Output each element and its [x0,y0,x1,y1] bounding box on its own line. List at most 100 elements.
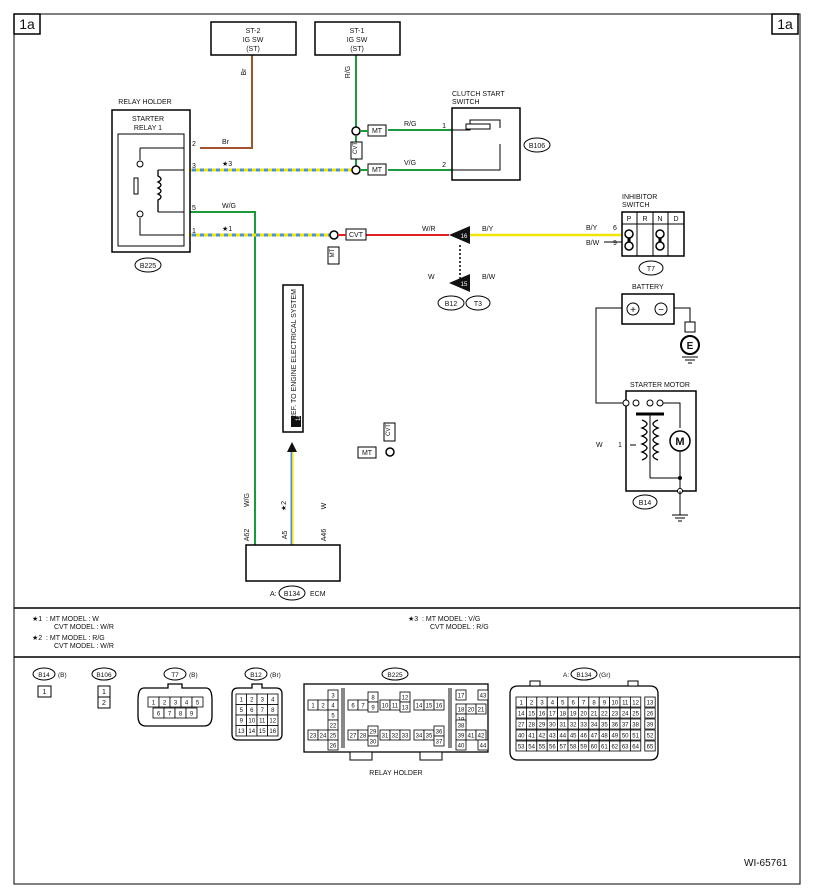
connector-tag-t7-label: T7 [647,266,655,273]
wire-br [200,55,253,149]
inhibitor-line1: INHIBITOR [622,194,657,201]
connector-b134-pin-label: 31 [559,722,566,728]
connector-b134-pin-label: 39 [647,722,654,728]
connector-t7-pin-label: 2 [163,700,167,706]
connector-b225-pin-label: 27 [350,733,357,739]
tag-mt-vertical-label: MT [330,248,336,257]
legend-3-line1: : MT MODEL : V/G [422,616,480,623]
wire-label-wg: W/G [222,203,236,210]
connector-b134-pin-label: 42 [539,733,546,739]
connector-b134-pin-label: 35 [601,722,608,728]
connector-b134-pin-label: 3 [540,700,544,706]
wire-label-br-vertical: Br [241,68,248,76]
connector-b12-pin-label: 3 [261,698,265,704]
connector-arrow-15 [449,274,470,292]
inhibitor-pos-n: N [657,216,662,223]
connector-b134-pin-label: 48 [601,733,608,739]
legend-3-line2: CVT MODEL : R/G [430,624,489,631]
relay-inner-box [117,133,185,247]
connector-b225-pin-label: 9 [371,705,375,711]
connector-b134-pin-label: 5 [561,700,565,706]
connector-b134-pin-label: 16 [539,711,546,717]
ref-arrow-icon [287,442,297,452]
connector-b12-pin-cell [267,725,279,737]
tag-mt-upper-label: MT [372,128,383,135]
connector-b225-pin-label: 32 [392,733,399,739]
inhibitor-contact [655,241,665,251]
connector-b225-pin-cell [475,703,487,715]
connector-b225-pin-label: 34 [416,733,423,739]
connector-b134-pin-cell [644,696,656,708]
connector-tag-b225-label: B225 [140,263,156,270]
fuse-st1-line3: (ST) [350,46,364,53]
page-frame [13,13,801,885]
connector-b134-pin-label: 38 [632,722,639,728]
fuse-st2-line1: ST-2 [246,28,261,35]
connector-b12-pin-label: 12 [269,719,276,725]
connector-b225-rib [448,688,452,748]
connector-b12-pin-label: 4 [271,698,275,704]
connector-b225-foot [349,751,373,761]
terminal-circle [329,230,339,240]
wire-label-by: B/Y [586,225,598,232]
connector-t7-pin-label: 9 [190,711,194,717]
connector-b14-pin-label: 1 [43,689,47,696]
connector-b134-pin-label: 55 [539,744,546,750]
connector-b134-pin-cell [630,729,642,741]
connector-b14-name: B14 [38,672,50,679]
connector-b134-prefix: A: [563,672,569,679]
connector-b134-pin-label: 17 [549,711,556,717]
connector-b134-pin-label: 21 [591,711,598,717]
connector-b225-pin-label: 23 [310,733,317,739]
connector-b134-pin-label: 25 [632,711,639,717]
connector-b225-pin-label: 6 [351,703,355,709]
terminal-circle [351,165,361,175]
connector-b225-pin-label: 17 [458,693,465,699]
legend-3-mark: ★3 [408,615,418,623]
connector-b134-pin-label: 53 [518,744,525,750]
connector-b225-pin-cell [367,701,379,713]
connector-b12-pin-label: 10 [248,719,255,725]
connector-b225-pin-label: 13 [402,705,409,711]
relay-label-line2: RELAY 1 [134,125,162,132]
wire-wg [190,211,256,545]
ref-box [282,284,304,433]
connector-b225-pin-label: 31 [382,733,389,739]
connector-b134-pin-cell [630,718,642,730]
connector-b225-pin-label: 26 [330,743,337,749]
connector-b134-pin-label: 27 [518,722,525,728]
connector-b12-pin-label: 13 [238,729,245,735]
connector-b225-pin-label: 29 [370,729,377,735]
connector-b134-pin-label: 24 [622,711,629,717]
connector-b225-pin-label: 4 [331,703,335,709]
inhibitor-pin-9: 9 [613,240,617,247]
relay-pin-2: 2 [192,141,196,148]
connector-b225-pin-label: 12 [402,695,409,701]
connector-t7-pin-cell [185,707,198,719]
connector-b225-pin-label: 22 [330,723,337,729]
relay-coil-icon [156,170,162,212]
clutch-switch-line1: CLUTCH START [452,91,505,98]
clutch-pin-1: 1 [442,123,446,130]
connector-b134-pin-label: 45 [570,733,577,739]
connector-tag-b134 [278,585,306,601]
connector-b134-pin-label: 22 [601,711,608,717]
connector-b225-pin-cell [433,735,445,747]
legend-2-mark: ★2 [32,634,42,642]
connector-tag-b225-bottom [381,667,409,681]
junction-dot [678,476,682,480]
connector-tag-b12-label: B12 [445,301,458,308]
connector-b134-pin-label: 11 [622,700,629,706]
connector-b134-pin-label: 15 [528,711,535,717]
connector-b225-name: B225 [387,672,403,679]
battery-label: BATTERY [632,284,664,291]
legend-2-line1: : MT MODEL : R/G [46,635,105,642]
legend-2-line2: CVT MODEL : W/R [54,643,114,650]
connector-b134-pin-label: 50 [622,733,629,739]
connector-b12-pin-label: 7 [261,708,265,714]
connector-b134-pin-label: 7 [582,700,586,706]
